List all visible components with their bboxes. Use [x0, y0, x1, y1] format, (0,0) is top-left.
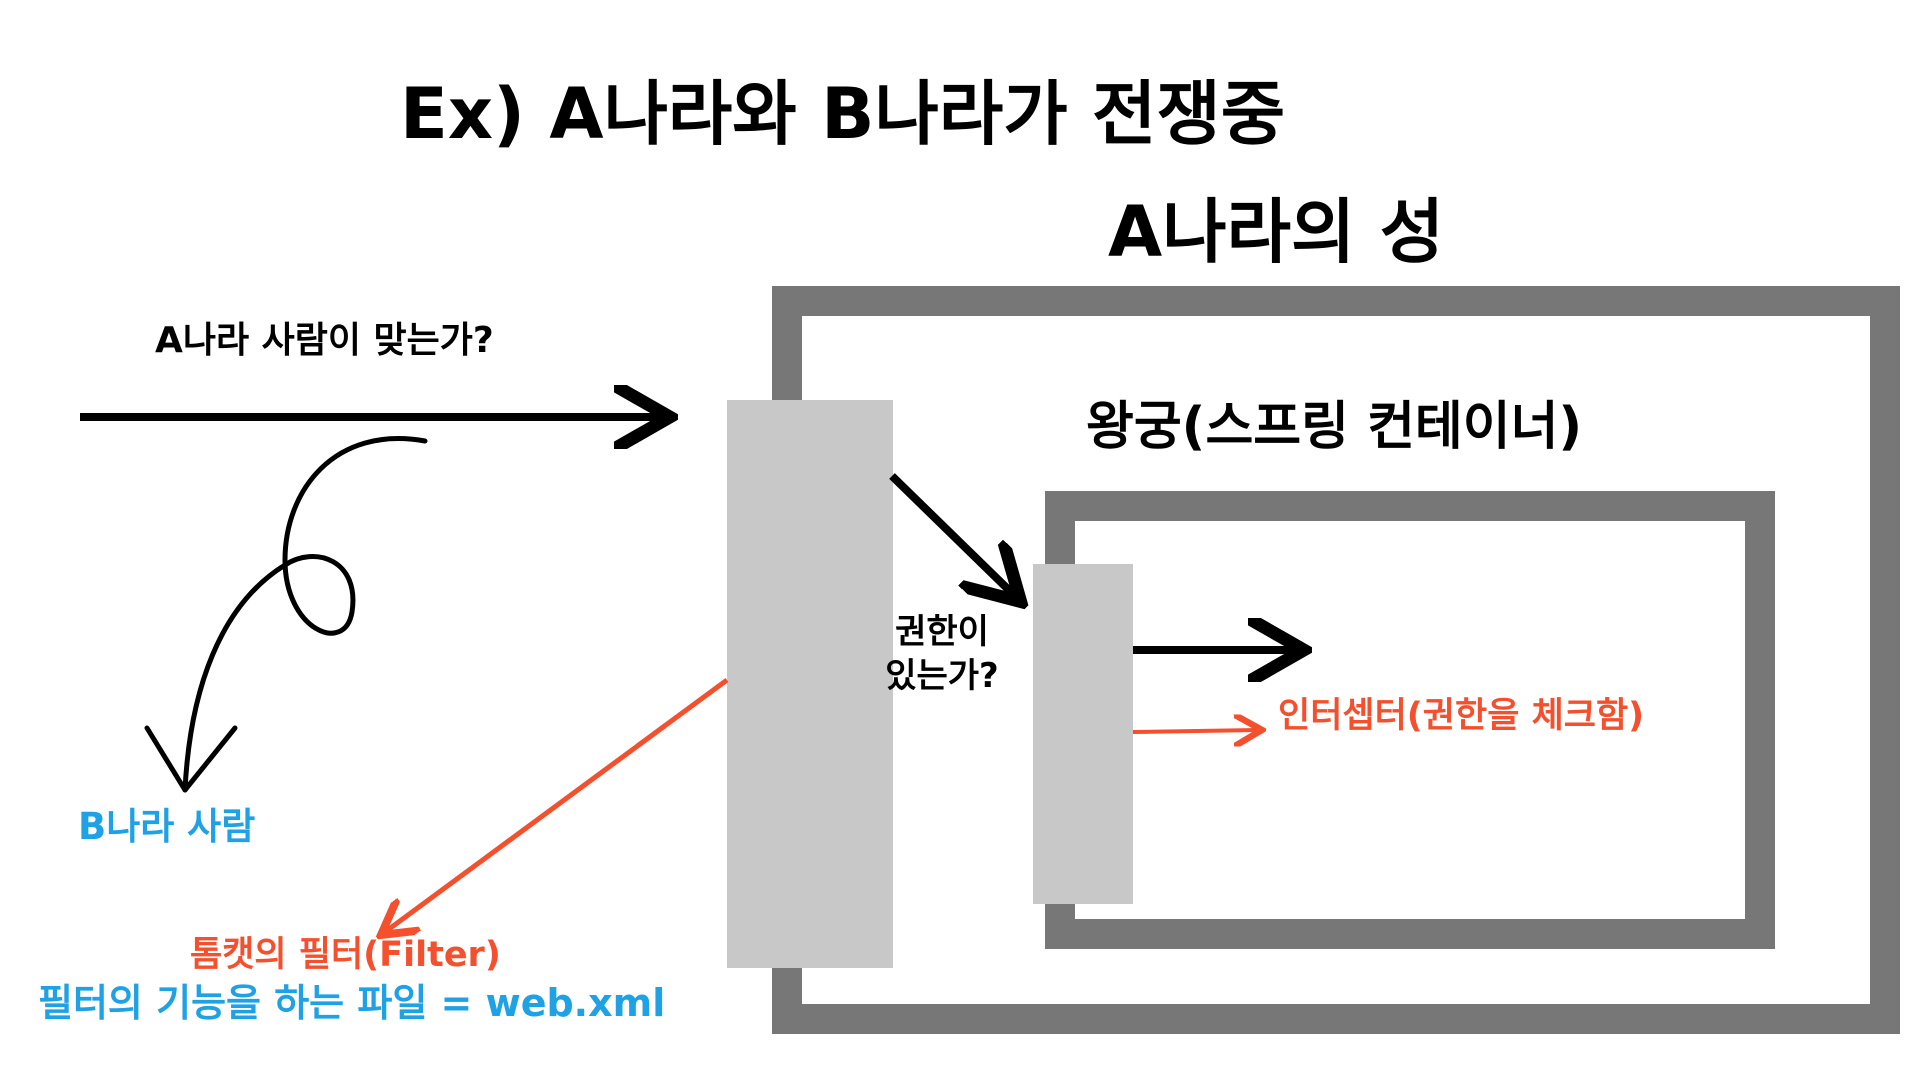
- reject-loop-arrowhead: [144, 725, 238, 793]
- filter-pointer-arrow: [385, 677, 729, 932]
- reject-loop-arrow: [182, 436, 428, 793]
- nationality-check-label: A나라 사람이 맞는가?: [155, 320, 494, 361]
- permission-check-label: 권한이 있는가?: [885, 612, 999, 697]
- filter-gate: [727, 400, 893, 968]
- filter-label: 톰캣의 필터(Filter): [190, 935, 501, 975]
- webxml-label: 필터의 기능을 하는 파일 = web.xml: [38, 981, 666, 1025]
- interceptor-label: 인터셉터(권한을 체크함): [1278, 696, 1645, 736]
- castle-label: A나라의 성: [1108, 191, 1445, 273]
- b-person-label: B나라 사람: [78, 805, 256, 848]
- interceptor-gate: [1033, 564, 1133, 904]
- page-title: Ex) A나라와 B나라가 전쟁중: [400, 73, 1286, 155]
- interceptor-pointer-arrow: [1132, 730, 1258, 732]
- palace-label: 왕궁(스프링 컨테이너): [1086, 397, 1583, 457]
- pass-arrow: [889, 473, 1015, 596]
